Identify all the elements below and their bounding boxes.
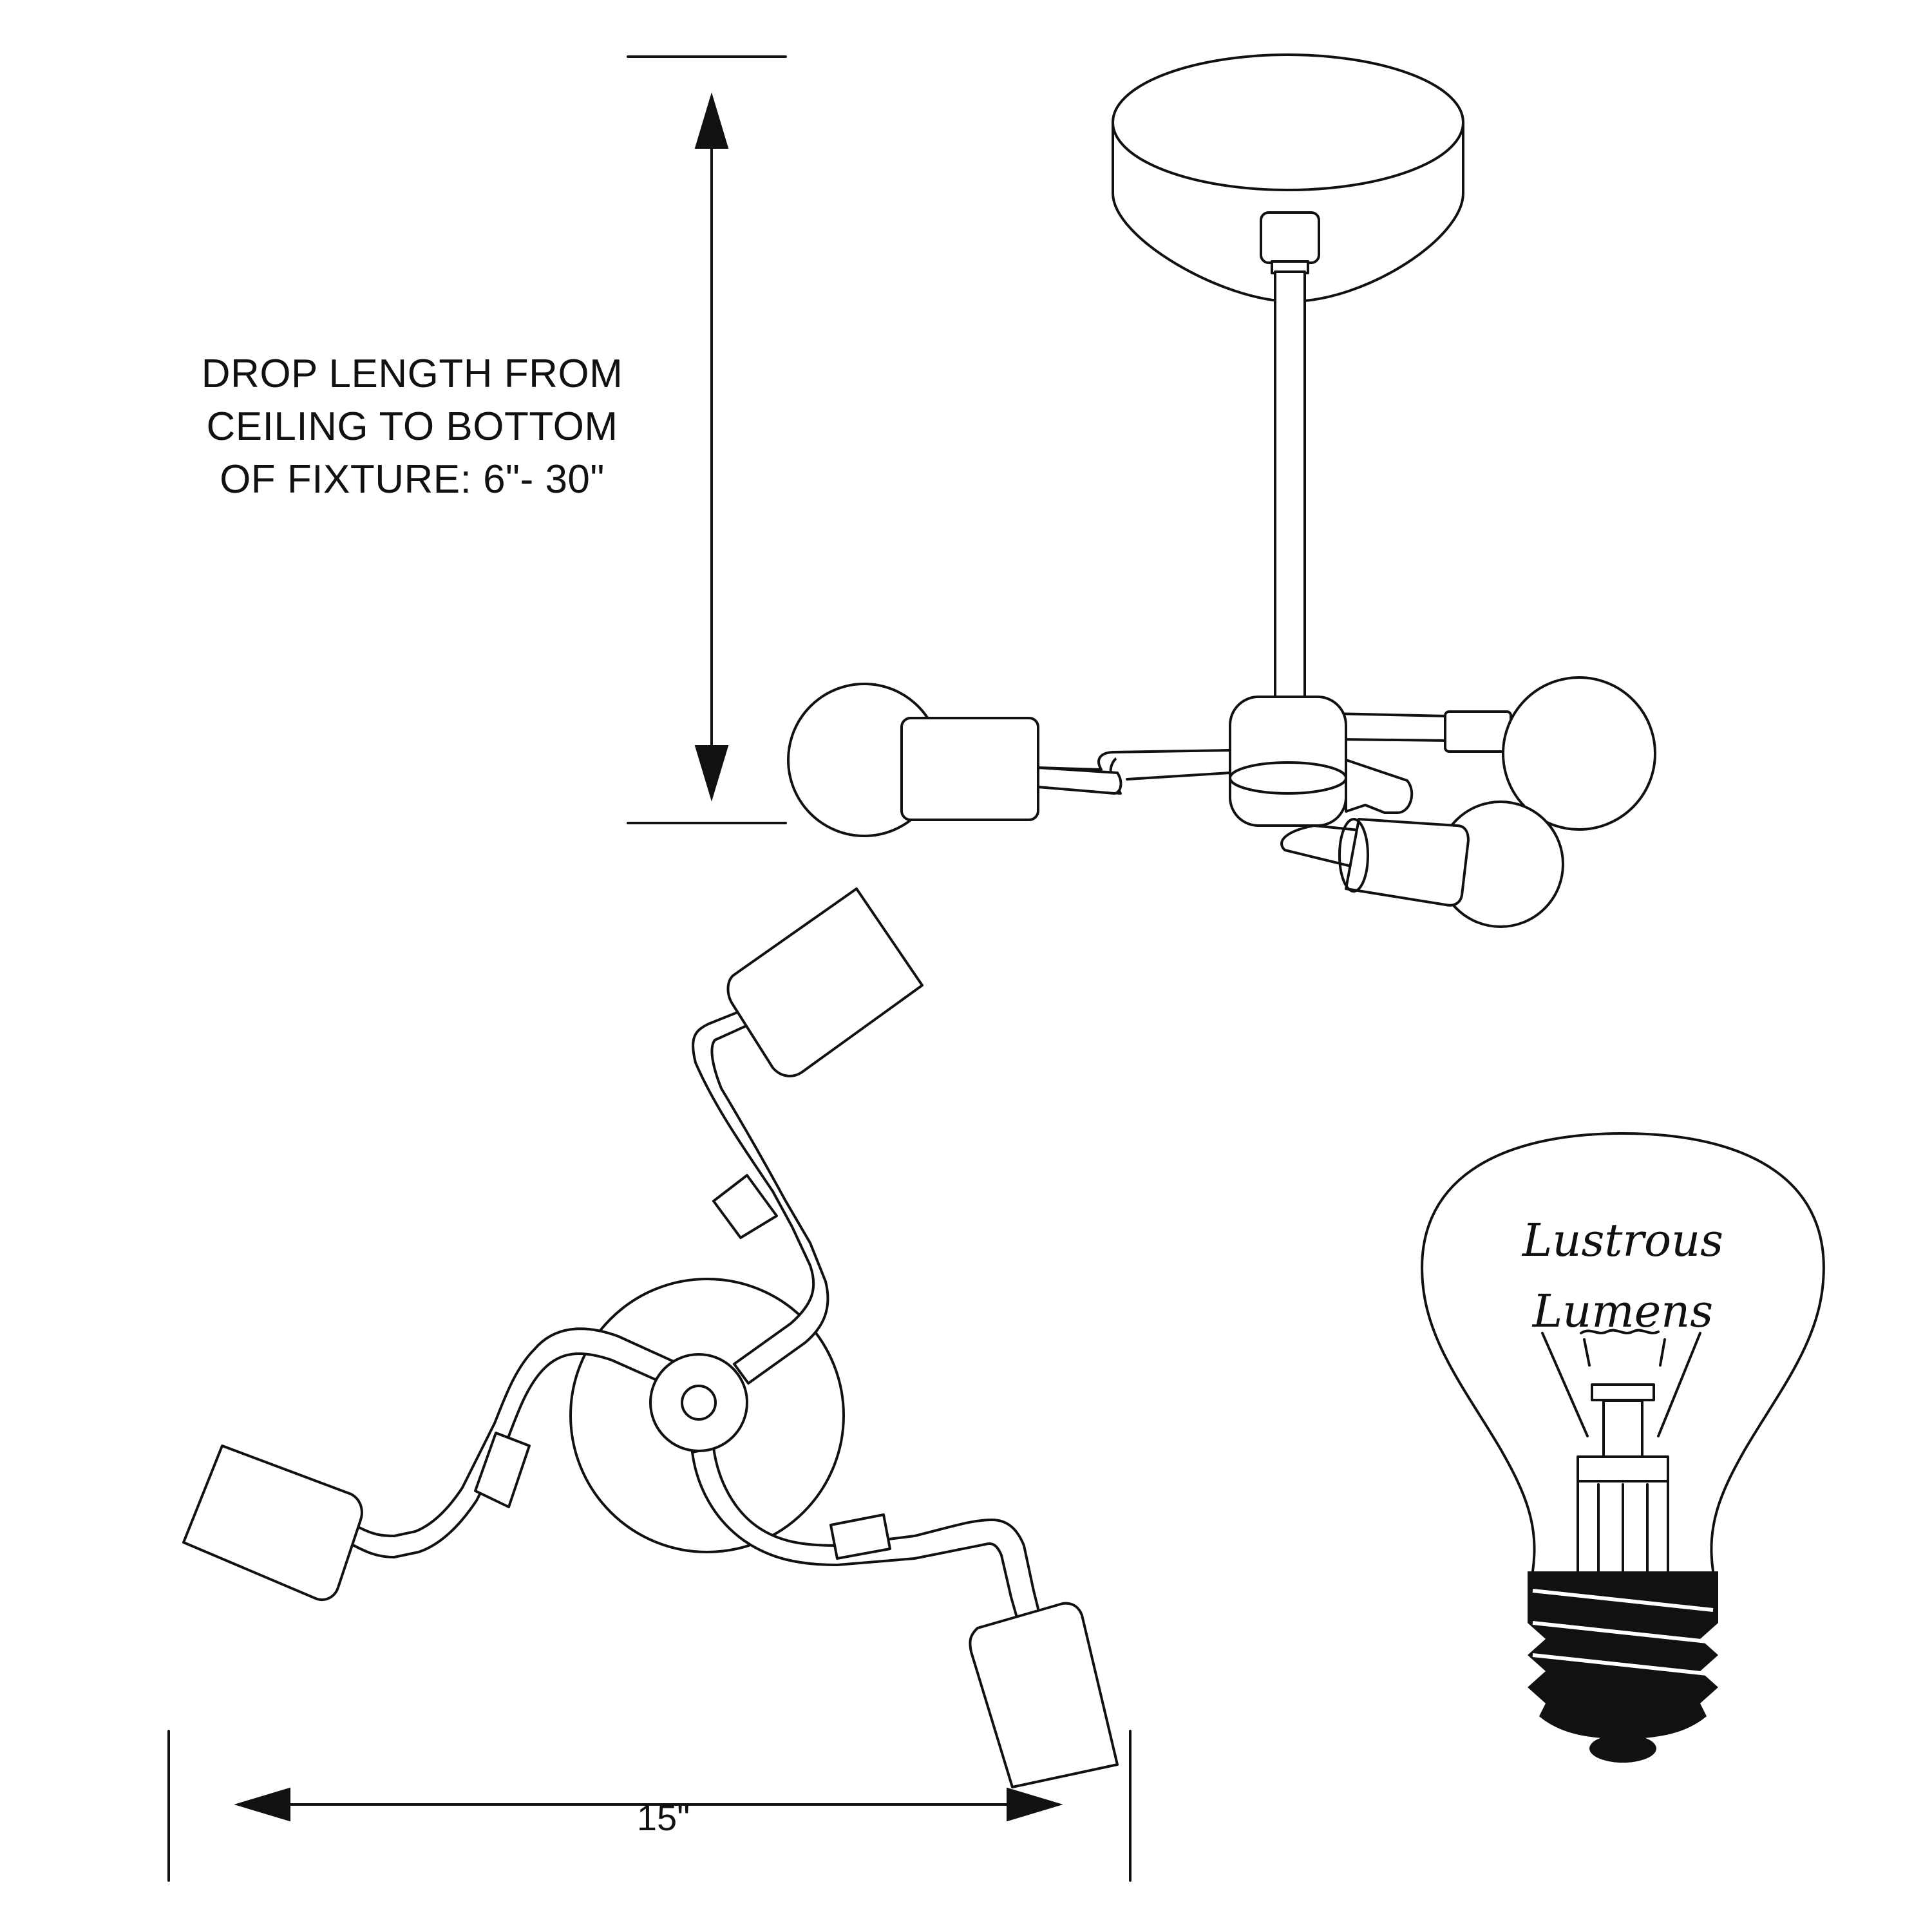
logo-screw-base [1528,1571,1718,1739]
drop-label-line-1: DROP LENGTH FROM [201,352,623,396]
right-arm-top [691,1446,1119,1788]
top-view-fixture [182,887,1119,1788]
side-view-fixture [787,53,1656,928]
left-socket [900,717,1039,821]
left-arm-top [182,1327,690,1601]
front-socket [1345,818,1470,907]
logo-line-1: Lustrous [1521,1214,1723,1267]
front-arm [1280,759,1564,928]
lustrous-lumens-logo: Lustrous Lumens [1421,1132,1825,1763]
drop-label-line-3: OF FIXTURE: 6"- 30" [220,457,605,502]
drop-length-label: DROP LENGTH FROM CEILING TO BOTTOM OF FI… [122,348,702,506]
upper-socket [726,887,923,1077]
drop-dimension [627,55,787,824]
right-bulb [1502,676,1656,831]
center-hub [1229,696,1347,827]
upper-arm [692,887,923,1385]
drop-label-line-2: CEILING TO BOTTOM [206,404,618,449]
left-arm [787,683,1231,837]
right-socket-top [969,1602,1119,1788]
width-dimension [167,1730,1132,1882]
hub-center [681,1385,717,1421]
stem-rod [1260,211,1320,698]
logo-line-2: Lumens [1531,1285,1713,1338]
width-label: 15" [636,1797,690,1838]
left-socket-top [182,1444,363,1601]
right-arm [1285,676,1656,831]
